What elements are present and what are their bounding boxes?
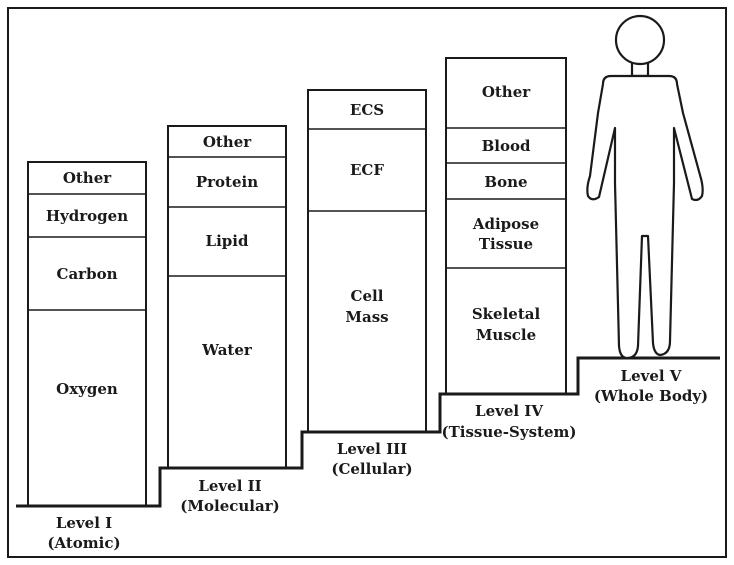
component-label: Other bbox=[63, 169, 112, 187]
component-label: ECS bbox=[350, 101, 384, 119]
level-5-subtitle: (Whole Body) bbox=[594, 387, 708, 405]
level-4-name: Level IV bbox=[475, 402, 543, 420]
component-label: Lipid bbox=[206, 232, 249, 250]
component-label: Protein bbox=[196, 173, 258, 191]
level-4-subtitle: (Tissue-System) bbox=[442, 423, 577, 441]
level-4-box bbox=[445, 57, 567, 395]
component-label: Carbon bbox=[57, 265, 118, 283]
component-label: Muscle bbox=[476, 326, 536, 344]
component-label: Other bbox=[203, 133, 252, 151]
level-1-subtitle: (Atomic) bbox=[47, 534, 120, 552]
level-captions: Level I (Atomic) Level II (Molecular) Le… bbox=[47, 367, 708, 552]
level-1-name: Level I bbox=[56, 514, 112, 532]
component-label: Water bbox=[201, 341, 253, 359]
level-5-name: Level V bbox=[621, 367, 682, 385]
component-label: Blood bbox=[482, 137, 531, 155]
figure-head bbox=[614, 14, 666, 66]
component-label: Cell bbox=[351, 287, 384, 305]
component-label: Other bbox=[482, 83, 531, 101]
level-3-name: Level III bbox=[337, 440, 407, 458]
level-1-column: Other Hydrogen Carbon Oxygen bbox=[27, 161, 147, 507]
component-label: Hydrogen bbox=[46, 207, 128, 225]
level-3-subtitle: (Cellular) bbox=[331, 460, 412, 478]
level-2-subtitle: (Molecular) bbox=[180, 497, 279, 515]
figure-body bbox=[586, 74, 704, 360]
component-label: ECF bbox=[350, 161, 384, 179]
level-4-column: Other Blood Bone Adipose Tissue Skeletal… bbox=[445, 57, 567, 395]
component-label: Mass bbox=[345, 308, 388, 326]
level-3-column: ECS ECF Cell Mass bbox=[307, 89, 427, 433]
level-1-box bbox=[27, 161, 147, 507]
component-label: Adipose bbox=[472, 215, 539, 233]
level-3-box bbox=[307, 89, 427, 433]
human-body-outline-icon bbox=[586, 14, 704, 360]
level-2-box bbox=[167, 125, 287, 469]
component-label: Skeletal bbox=[472, 305, 541, 323]
level-2-column: Other Protein Lipid Water bbox=[167, 125, 287, 469]
component-label: Bone bbox=[484, 173, 527, 191]
level-2-name: Level II bbox=[198, 477, 261, 495]
component-label: Tissue bbox=[479, 235, 533, 253]
frame-border bbox=[7, 7, 727, 558]
component-label: Oxygen bbox=[56, 380, 118, 398]
